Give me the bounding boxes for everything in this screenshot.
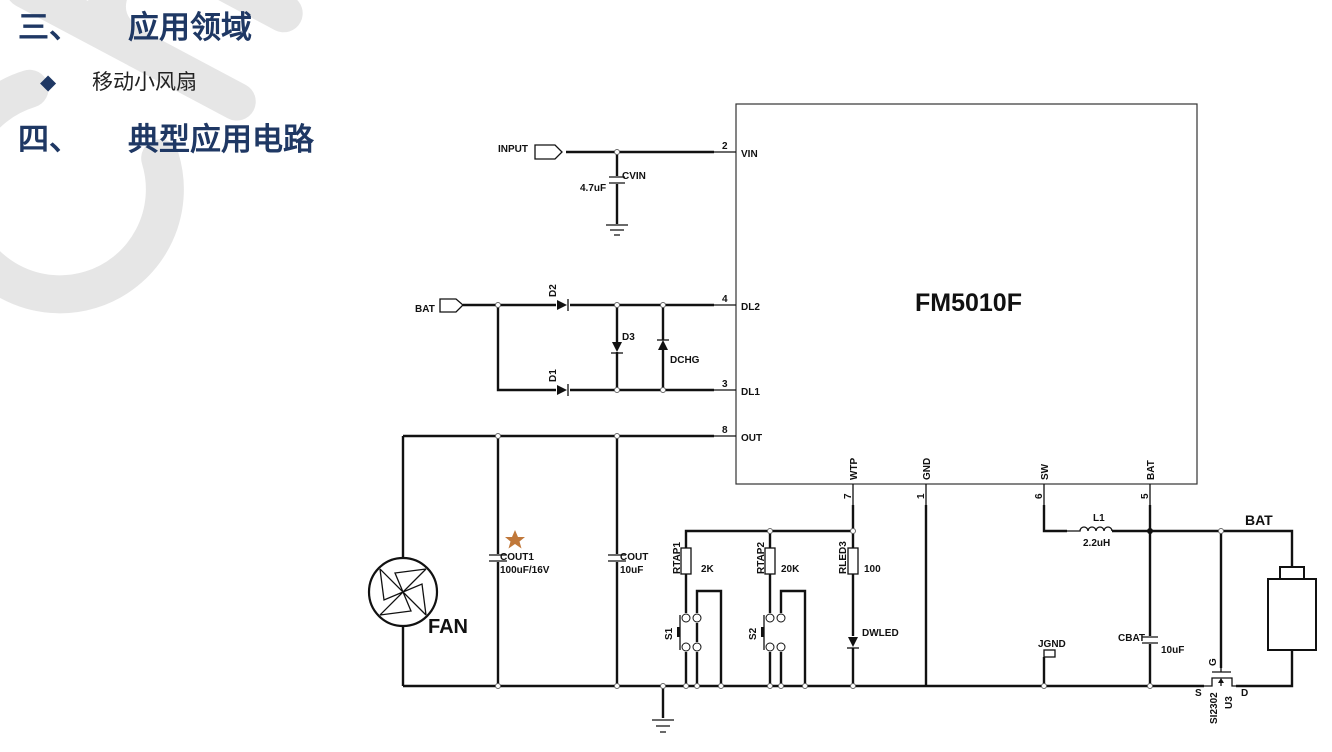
l1-value: 2.2uH <box>1083 538 1110 549</box>
mosfet-ref: U3 <box>1224 696 1235 709</box>
d3-label: D3 <box>622 332 635 343</box>
jgnd-label: JGND <box>1038 639 1066 650</box>
section-heading-circuit: 四、 典型应用电路 <box>18 114 314 159</box>
pin-bat: BAT <box>1146 460 1157 480</box>
rled3-ref: RLED3 <box>838 541 849 574</box>
rtap1-value: 2K <box>701 564 715 575</box>
cbat-value: 10uF <box>1161 645 1184 656</box>
mosfet-part: SI2302 <box>1209 692 1220 724</box>
input-port-label: INPUT <box>498 144 528 155</box>
dwled-label: DWLED <box>862 628 899 639</box>
fan-label: FAN <box>428 616 468 638</box>
pin-num: 5 <box>1140 493 1151 499</box>
bat-port-label: BAT <box>415 304 435 315</box>
diode-d3 <box>611 342 623 354</box>
bat-net-label: BAT <box>1245 512 1273 528</box>
pin-num: 6 <box>1034 493 1045 499</box>
pin-num: 1 <box>916 493 927 499</box>
pin-num: 7 <box>843 493 854 499</box>
resistor-rtap1 <box>680 547 692 575</box>
junctions <box>495 149 1224 689</box>
pin-sw: SW <box>1040 463 1051 480</box>
mosfet-u3 <box>1204 668 1236 687</box>
ic-name: FM5010F <box>915 289 1022 317</box>
switch-s2 <box>761 613 786 652</box>
pin-num: 8 <box>722 425 728 436</box>
cout1-value: 100uF/16V <box>500 565 550 576</box>
pin-dl2: DL2 <box>741 302 760 313</box>
switch-s1 <box>677 613 702 652</box>
section-number: 四、 <box>18 122 80 158</box>
diode-dchg <box>657 339 669 350</box>
inductor-l1 <box>1067 526 1113 532</box>
mosfet-gate-label: G <box>1208 658 1219 666</box>
diode-dwled <box>847 637 859 649</box>
battery-icon <box>1267 566 1317 651</box>
section-title: 典型应用电路 <box>128 122 314 158</box>
rtap1-ref: RTAP1 <box>672 542 683 574</box>
wires <box>401 150 1294 733</box>
dchg-label: DCHG <box>670 355 700 366</box>
star-marker-icon <box>505 530 525 549</box>
section-title: 应用领域 <box>128 10 252 46</box>
jgnd-jumper <box>1043 649 1056 658</box>
application-text: 移动小风扇 <box>92 70 197 94</box>
pin-out: OUT <box>741 433 762 444</box>
d1-label: D1 <box>548 369 559 382</box>
pin-num: 4 <box>722 294 728 305</box>
section-number: 三、 <box>18 10 80 46</box>
cvin-value: 4.7uF <box>580 183 606 194</box>
pin-dl1: DL1 <box>741 387 760 398</box>
cvin-capacitor <box>609 176 625 184</box>
cbat-ref: CBAT <box>1118 633 1145 644</box>
pin-gnd: GND <box>922 458 933 480</box>
mosfet-drain-label: D <box>1241 688 1248 699</box>
pin-num: 3 <box>722 379 728 390</box>
ic-body <box>735 103 1198 485</box>
diode-d2 <box>557 299 569 311</box>
pin-wtp: WTP <box>849 457 860 480</box>
cout1-capacitor <box>489 554 507 562</box>
rtap2-ref: RTAP2 <box>756 542 767 574</box>
cbat-capacitor <box>1142 636 1158 644</box>
cvin-ref: CVIN <box>622 171 646 182</box>
resistor-rled3 <box>847 547 859 575</box>
s2-label: S2 <box>748 627 759 640</box>
d2-label: D2 <box>548 284 559 297</box>
pin-vin: VIN <box>741 149 758 160</box>
cout-value: 10uF <box>620 565 643 576</box>
diode-d1 <box>557 384 569 396</box>
input-port <box>534 144 563 160</box>
l1-ref: L1 <box>1093 513 1105 524</box>
mosfet-source-label: S <box>1195 688 1202 699</box>
cout-capacitor <box>608 554 626 562</box>
application-item: ◆ 移动小风扇 <box>40 66 197 96</box>
resistor-rtap2 <box>764 547 776 575</box>
cout-ref: COUT <box>620 552 648 563</box>
rtap2-value: 20K <box>781 564 800 575</box>
pin-num: 2 <box>722 141 728 152</box>
fan-motor-icon <box>367 556 439 628</box>
diamond-bullet-icon: ◆ <box>40 70 57 94</box>
s1-label: S1 <box>664 627 675 640</box>
section-heading-applications: 三、 应用领域 <box>18 2 252 47</box>
cout1-ref: COUT1 <box>500 552 534 563</box>
bat-port <box>439 298 464 313</box>
rled3-value: 100 <box>864 564 881 575</box>
